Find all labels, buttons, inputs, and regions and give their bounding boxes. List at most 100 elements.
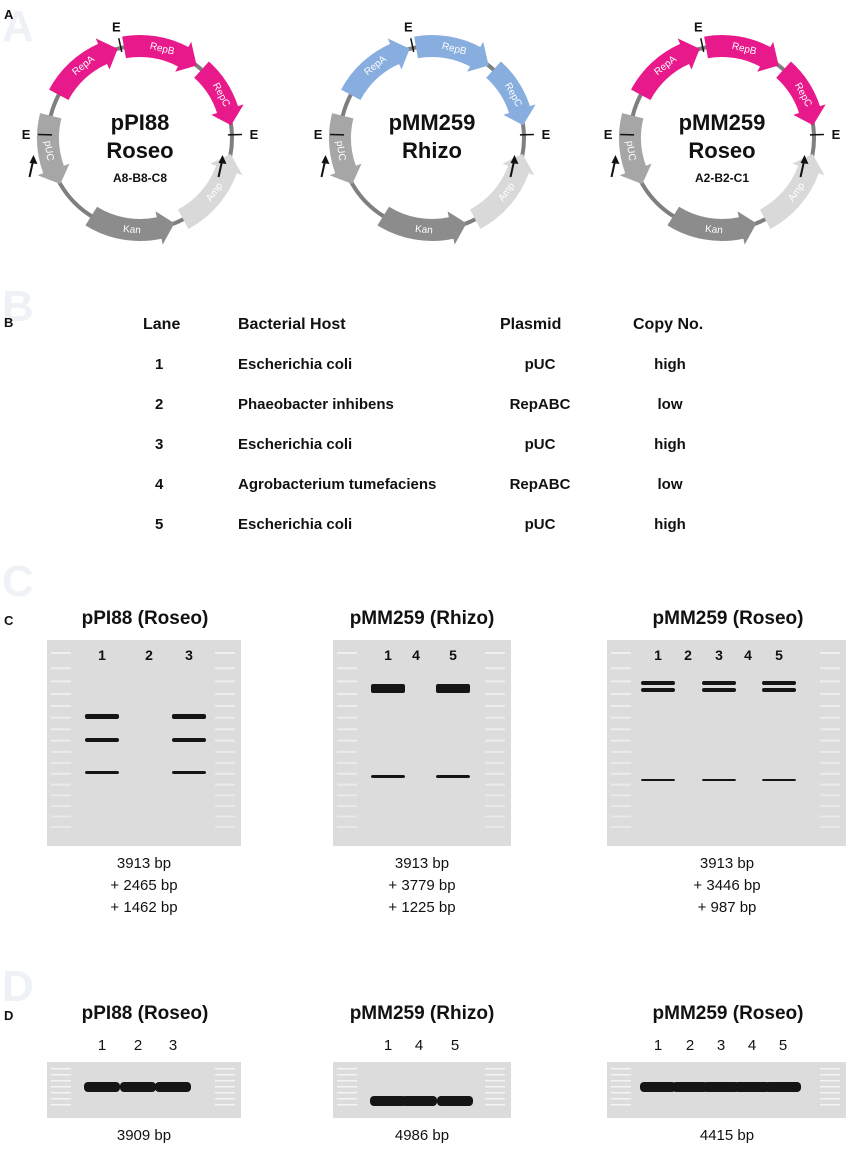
gel-d1-product-size: 3909 bp <box>116 1127 172 1144</box>
repa-gene-arrow <box>631 38 700 100</box>
lane-number: 1 <box>98 1037 106 1054</box>
dna-band <box>370 1096 406 1106</box>
ladder-band <box>215 826 235 828</box>
lane-number: 1 <box>384 1037 392 1054</box>
ladder-band <box>337 1074 357 1076</box>
ladder-band <box>337 1086 357 1088</box>
amp-gene-arrow <box>760 153 825 229</box>
ladder-band <box>215 783 235 786</box>
ladder-band <box>485 1092 505 1094</box>
ladder-band <box>485 761 505 764</box>
ladder-band <box>337 826 357 828</box>
ladder-band <box>820 826 840 828</box>
ladder-band <box>485 667 505 670</box>
band-size: + 1225 bp <box>388 899 456 916</box>
ladder-band <box>611 750 631 753</box>
dna-band <box>641 688 675 692</box>
dna-band <box>172 714 206 719</box>
ladder-band <box>51 804 71 807</box>
plasmid-host: Roseo <box>688 138 755 163</box>
kan-label: Kan <box>415 224 434 237</box>
ladder-band <box>337 716 357 719</box>
ladder-band <box>51 750 71 753</box>
ladder-band <box>51 761 71 764</box>
ladder-band <box>485 1104 505 1106</box>
lane-number: 2 <box>134 1037 142 1054</box>
ladder-band <box>485 739 505 742</box>
cell-host: Escherichia coli <box>238 436 353 453</box>
puc-origin-arrow <box>329 113 362 184</box>
band-size: 3913 bp <box>699 855 755 872</box>
lane-number: 1 <box>384 647 392 663</box>
gel-background <box>47 640 241 846</box>
ladder-band <box>51 1068 71 1070</box>
gel-c1-band-sizes: 3913 bp + 2465 bp + 1462 bp <box>44 853 244 919</box>
dna-band <box>762 688 796 692</box>
ladder-band <box>820 750 840 753</box>
ladder-band <box>611 680 631 683</box>
ladder-band <box>337 680 357 683</box>
ladder-band <box>611 1104 631 1106</box>
ladder-band <box>820 761 840 764</box>
ladder-band <box>611 826 631 828</box>
strain-table: Lane Bacterial Host Plasmid Copy No. 1 E… <box>0 316 861 546</box>
ghost-letter-c: C <box>2 557 34 606</box>
gel-c3-band-sizes: 3913 bp + 3446 bp + 987 bp <box>627 853 827 919</box>
ladder-band <box>485 1074 505 1076</box>
ladder-band <box>215 772 235 775</box>
ladder-band <box>820 804 840 807</box>
table-row: 1 Escherichia coli pUC high <box>0 356 861 380</box>
ladder-band <box>337 804 357 807</box>
primer-arrowhead <box>800 155 809 165</box>
ladder-band <box>337 1104 357 1106</box>
ladder-band <box>611 1080 631 1082</box>
dna-band <box>85 771 119 774</box>
ladder-band <box>337 1092 357 1094</box>
ladder-band <box>215 1086 235 1088</box>
ladder-band <box>485 652 505 654</box>
ladder-band <box>820 1098 840 1100</box>
ecori-site-tick <box>700 38 705 53</box>
cell-copy: high <box>654 516 686 533</box>
ladder-band <box>485 815 505 818</box>
ladder-band <box>820 1104 840 1106</box>
gel-d2-title: pMM259 (Rhizo) <box>349 1003 495 1024</box>
repc-gene-arrow <box>776 61 826 126</box>
plasmid-host: Rhizo <box>402 138 462 163</box>
puc-origin-arrow <box>619 113 652 184</box>
ladder-band <box>337 704 357 707</box>
cell-lane: 2 <box>155 396 164 413</box>
lane-number: 4 <box>744 647 752 663</box>
ladder-band <box>51 680 71 683</box>
ladder-band <box>51 815 71 818</box>
ladder-band <box>337 1068 357 1070</box>
ladder-band <box>485 680 505 683</box>
kan-label: Kan <box>123 224 142 237</box>
cell-lane: 5 <box>155 516 164 533</box>
dna-band <box>702 779 736 781</box>
ladder-band <box>337 815 357 818</box>
ladder-band <box>51 692 71 695</box>
ladder-band <box>51 1092 71 1094</box>
amp-gene-arrow <box>178 153 243 229</box>
ladder-band <box>337 1080 357 1082</box>
ladder-band <box>215 794 235 797</box>
ladder-band <box>51 739 71 742</box>
gel-background <box>333 1062 511 1118</box>
ghost-letter-d: D <box>2 962 34 1011</box>
ladder-band <box>215 667 235 670</box>
ecori-site-label: E <box>112 19 121 34</box>
ladder-band <box>820 728 840 731</box>
lane-number: 2 <box>145 647 153 663</box>
panel-letter-d: D <box>4 1008 14 1023</box>
ladder-band <box>337 794 357 797</box>
cell-copy: high <box>654 436 686 453</box>
dna-band <box>765 1082 801 1092</box>
ladder-band <box>51 667 71 670</box>
cell-plasmid: RepABC <box>509 476 571 493</box>
ladder-band <box>820 1086 840 1088</box>
ladder-band <box>215 1098 235 1100</box>
